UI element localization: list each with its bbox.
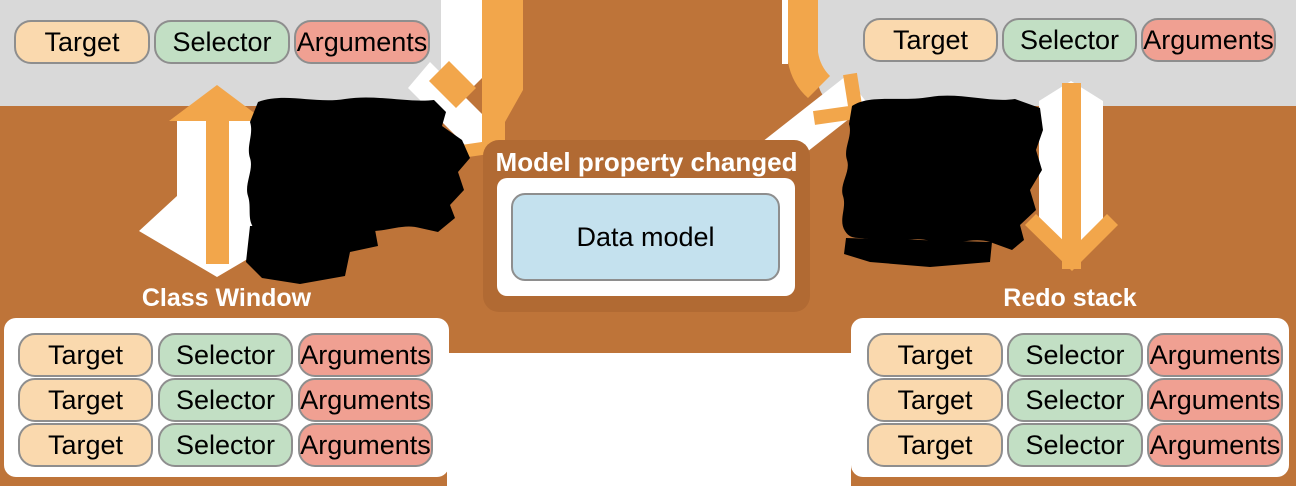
arguments-capsule: Arguments — [298, 423, 433, 467]
arguments-capsule: Arguments — [1147, 423, 1283, 467]
target-capsule: Target — [18, 423, 153, 467]
stack-row: Target Selector Arguments — [18, 333, 433, 377]
data-model-frame: Data model — [497, 178, 795, 296]
arguments-capsule: Arguments — [298, 333, 433, 377]
model-changed-label: Model property changed — [495, 147, 798, 177]
target-capsule: Target — [14, 20, 150, 64]
arguments-capsule: Arguments — [298, 378, 433, 422]
undo-operation-capsules: Target Selector Arguments — [14, 20, 430, 64]
stack-row: Target Selector Arguments — [867, 423, 1283, 467]
redacted-label-right — [842, 95, 1043, 267]
class-window-title: Class Window — [141, 284, 312, 312]
selector-capsule: Selector — [154, 20, 290, 64]
target-capsule: Target — [18, 378, 153, 422]
diagonal-arrow-left — [408, 0, 523, 159]
stack-row: Target Selector Arguments — [18, 423, 433, 467]
selector-capsule: Selector — [158, 378, 293, 422]
arguments-capsule: Arguments — [1147, 378, 1283, 422]
selector-capsule: Selector — [1007, 423, 1143, 467]
selector-capsule: Selector — [1002, 18, 1137, 62]
stack-row: Target Selector Arguments — [18, 378, 433, 422]
selector-capsule: Selector — [1007, 333, 1143, 377]
redo-stack-title: Redo stack — [1003, 284, 1137, 312]
redo-operation-capsules: Target Selector Arguments — [863, 18, 1276, 62]
target-capsule: Target — [867, 423, 1003, 467]
arguments-capsule: Arguments — [1147, 333, 1283, 377]
selector-capsule: Selector — [158, 333, 293, 377]
background-cutout — [447, 353, 851, 486]
selector-capsule: Selector — [158, 423, 293, 467]
stack-row: Target Selector Arguments — [867, 378, 1283, 422]
target-capsule: Target — [18, 333, 153, 377]
redacted-label-left — [246, 97, 470, 284]
arguments-capsule: Arguments — [1141, 18, 1276, 62]
target-capsule: Target — [867, 378, 1003, 422]
target-capsule: Target — [867, 333, 1003, 377]
down-arrow — [1025, 81, 1118, 271]
model-changed-plaque: Model property changed Data model — [483, 140, 810, 312]
target-capsule: Target — [863, 18, 998, 62]
data-model-box: Data model — [511, 193, 780, 281]
stack-row: Target Selector Arguments — [867, 333, 1283, 377]
selector-capsule: Selector — [1007, 378, 1143, 422]
arguments-capsule: Arguments — [294, 20, 430, 64]
